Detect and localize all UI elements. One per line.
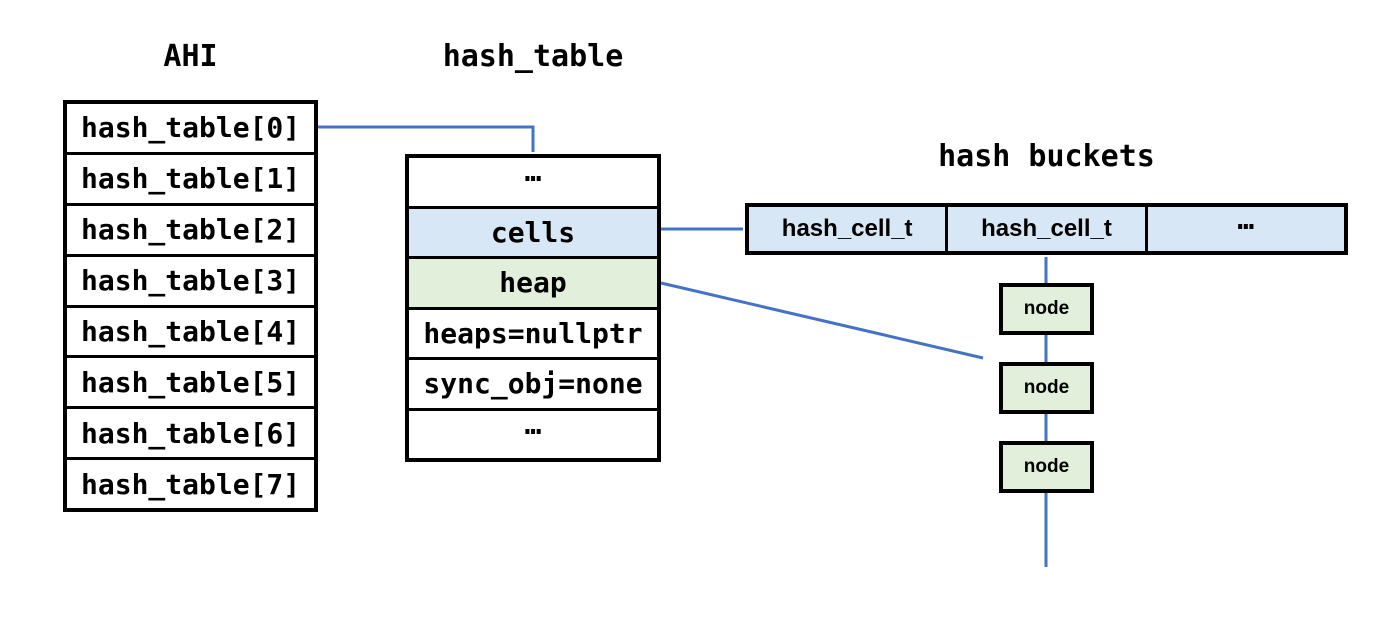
bucket-cell-0: hash_cell_t [749,207,946,251]
bucket-cell-ellipsis: … [1144,203,1344,251]
ahi-table: hash_table[0] hash_table[1] hash_table[2… [63,100,318,512]
ahi-row-3: hash_table[3] [67,253,314,305]
connector-heap-to-chain [660,281,984,360]
ellipsis-glyph: … [524,155,542,189]
struct-row-ellipsis-top: … [409,155,657,206]
hash-buckets-array: hash_cell_t hash_cell_t … [745,203,1348,255]
ellipsis-glyph: … [524,407,542,441]
title-hash-buckets: hash buckets [938,138,1155,174]
ahi-row-7: hash_table[7] [67,457,314,508]
struct-row-heaps-nullptr: heaps=nullptr [409,306,657,358]
struct-row-ellipsis-bottom: … [409,407,657,459]
struct-row-heap: heap [409,256,657,307]
hash-table-struct: … cells heap heaps=nullptr sync_obj=none… [405,154,661,462]
title-hash-table: hash_table [442,38,624,74]
struct-row-cells: cells [409,205,657,256]
node-box-2: node [999,441,1094,493]
node-box-0: node [999,283,1094,335]
ahi-row-1: hash_table[1] [67,151,314,203]
ahi-row-0: hash_table[0] [81,111,301,145]
ahi-row-5: hash_table[5] [67,355,314,406]
ellipsis-glyph: … [1237,202,1255,236]
ahi-row-4: hash_table[4] [67,304,314,356]
title-ahi: AHI [163,38,218,74]
struct-row-sync-obj: sync_obj=none [409,357,657,408]
connector-hashtable0-to-struct [318,125,535,152]
bucket-cell-1: hash_cell_t [945,207,1145,251]
ahi-row-6: hash_table[6] [67,406,314,457]
node-box-1: node [999,362,1094,414]
ahi-row-2: hash_table[2] [67,202,314,254]
